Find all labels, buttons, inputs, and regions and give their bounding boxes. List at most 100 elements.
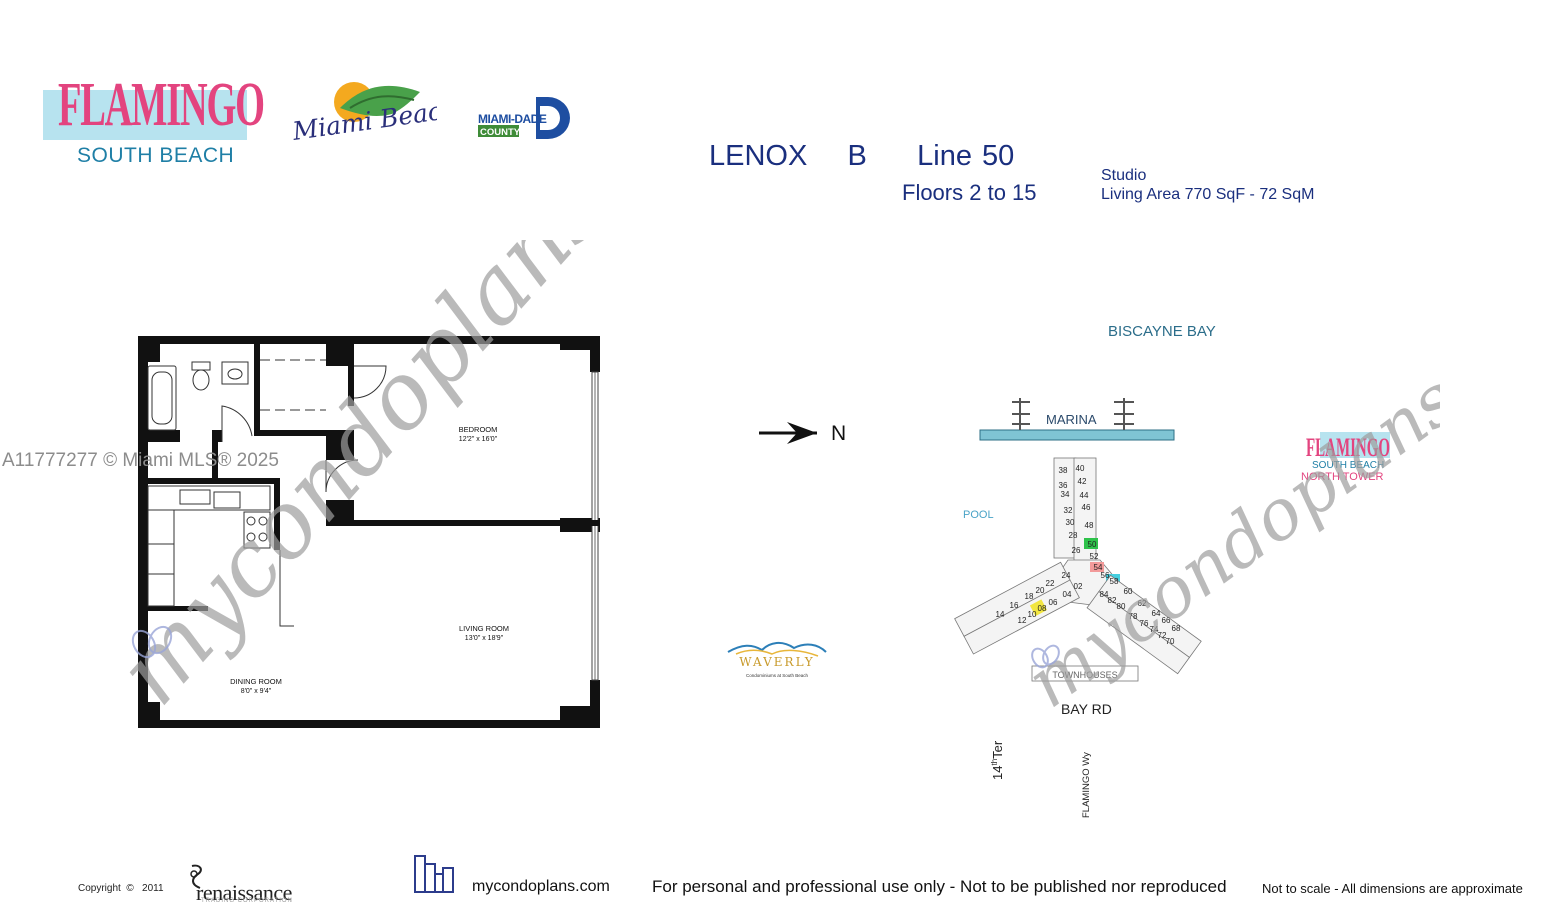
unit-number: 10 — [1028, 610, 1037, 619]
bedroom-dim: 12'2" x 16'0" — [459, 436, 498, 443]
street-14-number: 14 — [990, 766, 1005, 780]
unit-number: 08 — [1038, 604, 1047, 613]
unit-number: 36 — [1059, 481, 1068, 490]
hub-numbers: 54 56 58 — [1094, 563, 1119, 586]
svg-text:14thTer: 14thTer — [990, 740, 1005, 780]
unit-number: 28 — [1069, 531, 1078, 540]
unit-number: 24 — [1062, 571, 1071, 580]
copyright: Copyright © 2011 — [78, 883, 164, 894]
renaissance-wordmark: renaissance — [196, 880, 292, 905]
pool-label: POOL — [963, 509, 994, 521]
bay-rd-label: BAY RD — [1061, 701, 1112, 717]
closet — [260, 359, 326, 411]
outer-walls — [138, 336, 600, 728]
east-wing-top-numbers: 60 62 64 66 68 — [1124, 587, 1181, 633]
flamingo-logo-subtitle: SOUTH BEACH — [77, 144, 235, 167]
unit-number: 58 — [1110, 577, 1119, 586]
street-14th-label: 14thTer — [990, 740, 1005, 780]
unit-type: Studio — [1101, 167, 1147, 184]
west-wing-bottom-numbers: 02 04 06 08 10 12 — [1018, 582, 1083, 625]
living-room-label: LIVING ROOM — [459, 624, 509, 633]
unit-number: 34 — [1061, 490, 1070, 499]
door-swings — [221, 365, 387, 493]
renaissance-logo-icon — [190, 864, 202, 889]
flamingo-logo: FLAMINGO — [58, 71, 265, 139]
palm-icon — [340, 85, 420, 116]
unit-number: 42 — [1078, 477, 1087, 486]
unit-number: 84 — [1100, 590, 1109, 599]
unit-numbers: 38 36 34 32 30 28 26 40 42 44 46 48 50 5… — [996, 464, 1181, 646]
county-wordmark: COUNTY — [480, 127, 521, 138]
unit-number: 70 — [1166, 637, 1175, 646]
tower-logo-subtitle: SOUTH BEACH — [1312, 460, 1384, 471]
unit-number: 22 — [1046, 579, 1055, 588]
unit-number: 72 — [1158, 631, 1167, 640]
mycondoplans-logo-icon — [414, 855, 454, 893]
street-14-suffix: Ter — [990, 740, 1005, 759]
unit-54-highlight — [1090, 562, 1104, 572]
dining-room-label: DINING ROOM — [230, 677, 282, 686]
bathroom-fixtures — [147, 361, 249, 431]
biscayne-bay-label: BISCAYNE BAY — [1108, 323, 1216, 340]
renaissance-subtitle: TRADING CORPORATION — [201, 898, 293, 904]
unit-number: 66 — [1162, 616, 1171, 625]
bedroom-label: BEDROOM — [459, 425, 498, 434]
unit-number: 44 — [1080, 491, 1089, 500]
north-wing — [1053, 457, 1097, 563]
unit-number: 14 — [996, 610, 1005, 619]
flamingo-logo-background — [43, 90, 247, 140]
unit-number: 26 — [1072, 546, 1081, 555]
unit-number: 12 — [1018, 616, 1027, 625]
marina-label: MARINA — [1046, 412, 1097, 427]
flamingo-wy-label: FLAMINGO Wy — [1081, 752, 1092, 818]
interior-walls — [148, 336, 600, 611]
unit-number: 48 — [1085, 521, 1094, 530]
unit-number: 64 — [1152, 609, 1161, 618]
unit-number: 80 — [1117, 602, 1126, 611]
living-room-dim: 13'0" x 18'9" — [465, 635, 504, 642]
mls-watermark: A11777277 © Miami MLS® 2025 — [2, 450, 279, 471]
unit-number: 32 — [1064, 506, 1073, 515]
mycondoplans-link: mycondoplans.com — [472, 878, 610, 895]
north-wing-right-numbers: 40 42 44 46 48 50 52 — [1076, 464, 1099, 561]
tower-logo-north: NORTH TOWER — [1301, 471, 1384, 483]
east-wing-bottom-numbers: 84 82 80 78 76 74 72 70 — [1100, 590, 1175, 646]
unit-number: 20 — [1036, 586, 1045, 595]
floor-plan: BEDROOM 12'2" x 16'0" LIVING ROOM 13'0" … — [138, 336, 600, 728]
west-wing-top-numbers: 24 22 20 18 16 14 — [996, 571, 1071, 619]
unit-number: 78 — [1129, 612, 1138, 621]
miami-dade-logo: MIAMI-DADE COUNTY — [478, 97, 570, 139]
marina-piers — [1012, 398, 1134, 430]
living-area: Living Area 770 SqF - 72 SqM — [1101, 186, 1315, 203]
unit-number: 40 — [1076, 464, 1085, 473]
unit-number: 52 — [1090, 552, 1099, 561]
plan-title: LENOX B Line 50 — [709, 140, 1015, 172]
scale-notice: Not to scale - All dimensions are approx… — [1262, 881, 1523, 896]
kitchen — [147, 485, 294, 627]
unit-number: 54 — [1094, 563, 1103, 572]
north-arrow-icon: N — [759, 422, 846, 445]
unit-number: 16 — [1010, 601, 1019, 610]
waverly-logo: WAVERLY Condominiums at South Beach — [727, 642, 827, 678]
north-wing-left-numbers: 38 36 34 32 30 28 26 — [1059, 466, 1081, 555]
miami-beach-logo: Miami Beach — [292, 82, 437, 146]
unit-number: 38 — [1059, 466, 1068, 475]
waverly-tagline: Condominiums at South Beach — [746, 673, 809, 678]
marina-dock — [979, 429, 1175, 441]
unit-number: 74 — [1150, 625, 1159, 634]
unit-number: 04 — [1063, 590, 1072, 599]
street-14-suffix-sup: th — [990, 759, 999, 766]
tower-flamingo-logo: FLAMINGO — [1306, 433, 1390, 462]
unit-number: 82 — [1108, 596, 1117, 605]
unit-number: 62 — [1138, 599, 1147, 608]
east-wing — [1086, 574, 1202, 675]
waverly-wordmark: WAVERLY — [739, 655, 814, 669]
unit-number: 76 — [1140, 619, 1149, 628]
dining-room-dim: 8'0" x 9'4" — [241, 688, 272, 695]
unit-number: 02 — [1074, 582, 1083, 591]
usage-notice: For personal and professional use only -… — [652, 877, 1227, 896]
west-wing — [954, 561, 1080, 655]
unit-number: 68 — [1172, 624, 1181, 633]
unit-50-highlight — [1084, 538, 1098, 549]
unit-number: 18 — [1025, 592, 1034, 601]
